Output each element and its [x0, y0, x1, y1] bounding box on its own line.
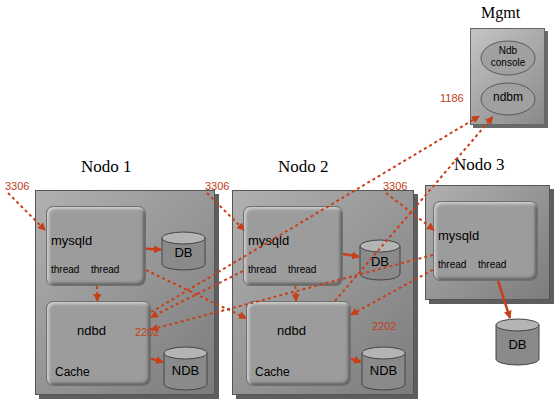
process-box: mysqld thread thread [243, 206, 343, 286]
dotted-connector [151, 271, 243, 317]
solid-connector [146, 248, 161, 251]
process-box: mysqld thread thread [46, 206, 146, 286]
cylinder-top [362, 347, 405, 359]
dotted-connector [146, 270, 246, 318]
node-heading: Mgmt [481, 4, 520, 22]
management-server: MgmtNdb consolendbm [470, 28, 545, 125]
solid-connector [151, 359, 163, 362]
port-number: 3306 [205, 180, 229, 192]
port-arrow [386, 193, 434, 230]
node-label: thread [51, 264, 79, 276]
dotted-connector [96, 286, 98, 301]
service-circle: Ndb console [479, 39, 537, 77]
node-label: thread [478, 259, 506, 271]
node-label: thread [248, 264, 276, 276]
node-heading: Nodo 3 [454, 155, 505, 175]
solid-connector [351, 359, 361, 362]
port-number: 3306 [5, 180, 29, 192]
server-node: Nodo 3mysqldthreadthread [425, 185, 550, 300]
port-number: 2202 [372, 320, 396, 332]
cylinder-top [496, 319, 539, 331]
node-heading: Nodo 2 [278, 157, 329, 177]
database-cylinder: NDB [163, 346, 208, 391]
dotted-connector [351, 270, 433, 315]
dotted-connector [151, 255, 433, 330]
node-label: thread [91, 264, 119, 276]
service-circle: ndbm [479, 81, 537, 117]
server-node: Nodo 1mysqldthreadthreadndbdCacheDBNDB [35, 190, 215, 395]
node-label: Cache [255, 366, 290, 380]
node-label: DB [495, 338, 540, 353]
port-arrow [207, 193, 244, 230]
dotted-connector [335, 117, 493, 301]
dotted-connector [151, 116, 479, 312]
node-label: mysqld [248, 234, 289, 249]
node-label: mysqld [51, 234, 92, 249]
port-number: 3306 [383, 180, 407, 192]
database-cylinder: DB [495, 318, 540, 366]
solid-connector [343, 254, 359, 257]
node-label: mysqld [438, 229, 479, 244]
node-label: DB [359, 255, 401, 270]
cylinder-top [164, 347, 207, 359]
node-label: NDB [163, 364, 208, 379]
node-heading: Nodo 1 [81, 157, 132, 177]
circle-outline [481, 41, 535, 75]
node-label: Cache [55, 366, 90, 380]
node-label: thread [288, 264, 316, 276]
node-label: Ndb console [481, 45, 535, 68]
database-cylinder: DB [161, 231, 206, 271]
port-arrow [8, 193, 45, 230]
process-box: ndbdCache [246, 301, 351, 386]
node-label: ndbm [479, 91, 537, 105]
solid-connector [498, 281, 510, 318]
process-box: ndbdCache [46, 301, 151, 386]
node-label: DB [161, 246, 206, 261]
process-box: mysqld thread thread [433, 201, 538, 281]
node-label: thread [438, 259, 466, 271]
server-node: Nodo 2mysqldthreadthreadndbdCacheDBNDB [232, 190, 414, 395]
port-number: 2202 [135, 326, 159, 338]
node-label: NDB [361, 364, 406, 379]
cylinder-top [162, 232, 205, 244]
database-cylinder: DB [359, 239, 401, 281]
cylinder-top [360, 240, 400, 252]
node-label: ndbd [77, 324, 106, 339]
dotted-connector [294, 286, 297, 301]
node-label: ndbd [277, 324, 306, 339]
port-number: 1186 [440, 92, 464, 104]
database-cylinder: NDB [361, 346, 406, 391]
